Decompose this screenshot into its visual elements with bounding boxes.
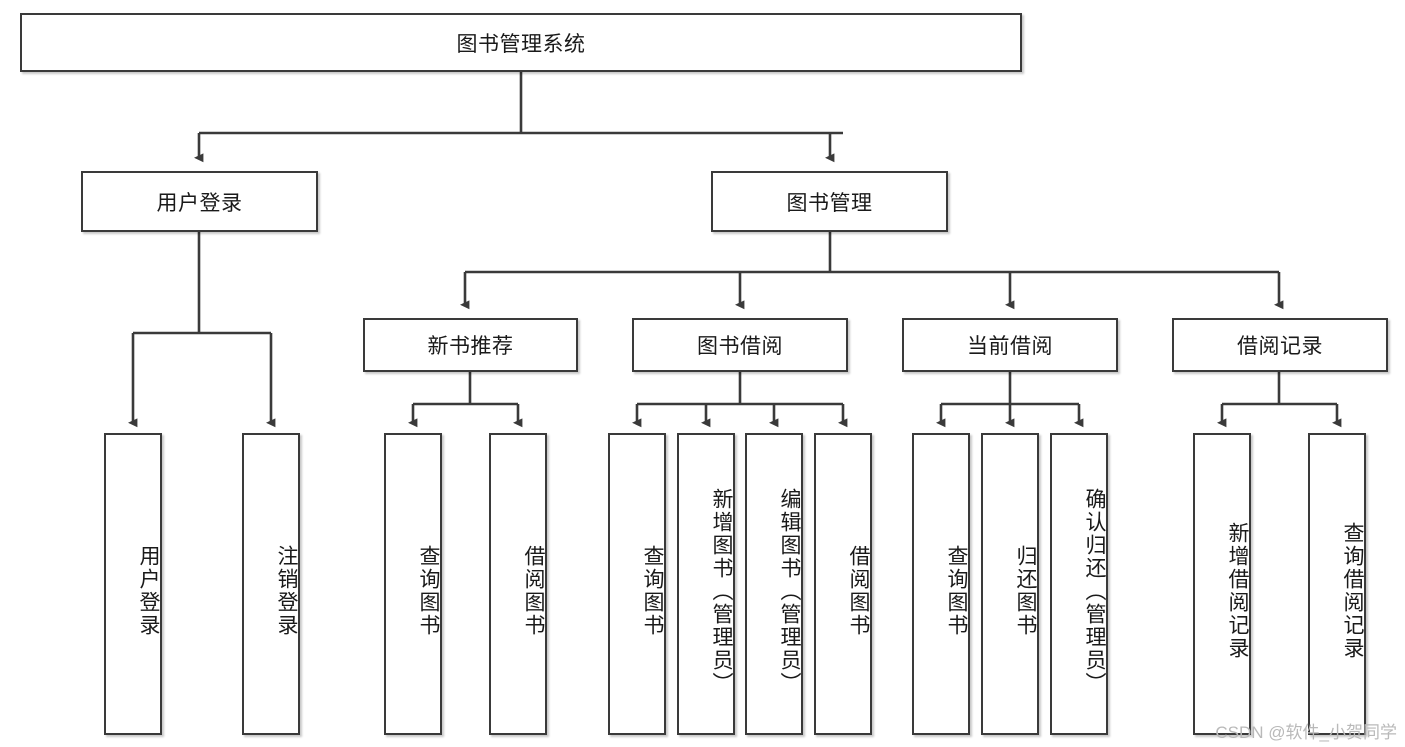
node-leaf-query-record[interactable]: 查询借阅记录 (1308, 433, 1366, 735)
node-leaf-borrow-book-1[interactable]: 借阅图书 (489, 433, 547, 735)
node-leaf-borrow-book-1-label: 借阅图书 (522, 545, 545, 637)
node-leaf-query-book-3[interactable]: 查询图书 (912, 433, 970, 735)
node-root[interactable]: 图书管理系统 (20, 13, 1022, 72)
node-leaf-query-book-1-label: 查询图书 (417, 545, 440, 637)
node-leaf-query-book-3-label: 查询图书 (945, 545, 968, 637)
node-leaf-edit-book-label: 编辑图书（管理员） (778, 487, 801, 695)
node-leaf-confirm-return[interactable]: 确认归还（管理员） (1050, 433, 1108, 735)
node-leaf-confirm-return-label: 确认归还（管理员） (1083, 487, 1106, 695)
node-leaf-return-book[interactable]: 归还图书 (981, 433, 1039, 735)
node-borrow-record[interactable]: 借阅记录 (1172, 318, 1388, 372)
node-leaf-query-record-label: 查询借阅记录 (1341, 522, 1364, 660)
node-new-book-recommend[interactable]: 新书推荐 (363, 318, 578, 372)
node-leaf-return-book-label: 归还图书 (1014, 545, 1037, 637)
node-leaf-user-login-label: 用户登录 (137, 545, 160, 637)
node-leaf-query-book-1[interactable]: 查询图书 (384, 433, 442, 735)
node-leaf-user-login[interactable]: 用户登录 (104, 433, 162, 735)
node-leaf-borrow-book-2-label: 借阅图书 (847, 545, 870, 637)
node-book-manage[interactable]: 图书管理 (711, 171, 948, 232)
node-leaf-add-book-label: 新增图书（管理员） (710, 487, 733, 695)
node-book-borrow[interactable]: 图书借阅 (632, 318, 848, 372)
node-leaf-query-book-2-label: 查询图书 (641, 545, 664, 637)
node-book-borrow-label: 图书借阅 (697, 335, 783, 358)
node-user-login-label: 用户登录 (156, 191, 243, 215)
node-root-label: 图书管理系统 (456, 32, 586, 56)
node-leaf-edit-book[interactable]: 编辑图书（管理员） (745, 433, 803, 735)
node-leaf-logout-label: 注销登录 (275, 545, 298, 637)
node-leaf-logout[interactable]: 注销登录 (242, 433, 300, 735)
node-book-manage-label: 图书管理 (786, 191, 873, 215)
node-leaf-query-book-2[interactable]: 查询图书 (608, 433, 666, 735)
node-user-login[interactable]: 用户登录 (81, 171, 318, 232)
node-leaf-add-record-label: 新增借阅记录 (1226, 522, 1249, 660)
watermark: CSDN @软件_小贺同学 (1215, 723, 1397, 742)
node-new-book-recommend-label: 新书推荐 (427, 335, 514, 358)
node-current-borrow[interactable]: 当前借阅 (902, 318, 1118, 372)
node-borrow-record-label: 借阅记录 (1237, 335, 1323, 358)
node-current-borrow-label: 当前借阅 (967, 335, 1053, 358)
node-leaf-add-record[interactable]: 新增借阅记录 (1193, 433, 1251, 735)
node-leaf-borrow-book-2[interactable]: 借阅图书 (814, 433, 872, 735)
node-leaf-add-book[interactable]: 新增图书（管理员） (677, 433, 735, 735)
